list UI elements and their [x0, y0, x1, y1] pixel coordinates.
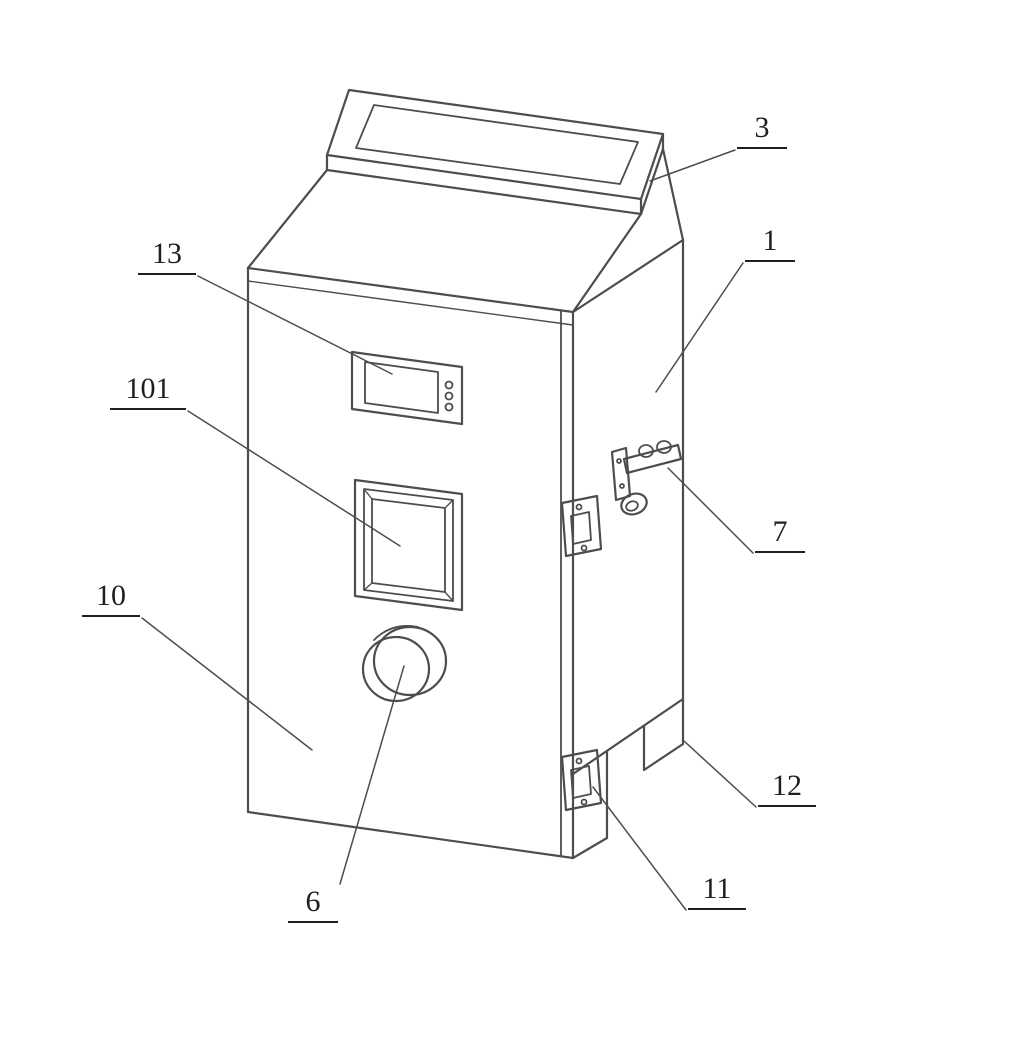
- hinge-pin-icon: [575, 503, 583, 511]
- cabinet-body: [246, 147, 685, 860]
- leader-1: [655, 262, 744, 393]
- slope-left-edge: [246, 168, 329, 270]
- leader-101: [187, 410, 401, 547]
- display-panel-screen: [364, 361, 439, 414]
- handle-bolt-icon: [616, 458, 622, 464]
- hinge-pin-icon: [580, 798, 588, 806]
- callout-label-101: 101: [110, 372, 186, 410]
- callout-label-11: 11: [688, 872, 746, 910]
- display-button-icon: [444, 391, 454, 401]
- window-outer-frame: [353, 478, 464, 612]
- leader-10: [141, 617, 313, 751]
- handle-grip-ring: [620, 492, 648, 516]
- hinge-upper-slot: [570, 511, 592, 545]
- front-top-band: [247, 280, 574, 326]
- hinge-upper-plate: [560, 494, 603, 558]
- handle-latch: [610, 440, 683, 516]
- display-panel-bezel: [350, 350, 464, 426]
- handle-bar: [622, 443, 683, 475]
- display-button-icon: [444, 380, 454, 390]
- leader-12: [683, 740, 757, 808]
- front-top-edge: [246, 266, 575, 314]
- window-frame: [353, 478, 464, 612]
- leader-6: [339, 665, 405, 885]
- leader-7: [667, 467, 754, 554]
- handle-cylinder: [638, 444, 654, 458]
- display-panel: [350, 350, 464, 426]
- hinge-pin-icon: [575, 757, 583, 765]
- callout-label-3: 3: [737, 111, 787, 149]
- knob-rim: [372, 625, 448, 697]
- handle-cylinder: [656, 440, 672, 454]
- top-lid-front-thickness: [325, 153, 643, 216]
- hinge-lower-plate: [560, 748, 603, 812]
- hinge-lower-slot: [570, 765, 592, 799]
- front-bottom-edge: [246, 810, 575, 860]
- knob-top-arc: [373, 625, 419, 641]
- leader-11: [592, 786, 687, 911]
- callout-label-10: 10: [82, 579, 140, 617]
- leader-lines: [141, 149, 757, 911]
- callout-label-1: 1: [745, 224, 795, 262]
- callout-label-7: 7: [755, 515, 805, 553]
- hinge-pin-icon: [580, 544, 588, 552]
- right-panel-top-edge: [571, 238, 685, 314]
- support-foot-front: [571, 749, 609, 860]
- callout-label-6: 6: [288, 885, 338, 923]
- callout-label-13: 13: [138, 237, 196, 275]
- hinge-lower: [560, 748, 603, 812]
- leader-13: [197, 275, 393, 375]
- knob: [361, 625, 448, 703]
- slope-right-edge: [571, 212, 643, 314]
- support-foot-back: [642, 697, 685, 772]
- slope-back-right-edge: [661, 147, 685, 242]
- top-lid: [325, 88, 665, 216]
- window-corner-bevels: [363, 488, 454, 602]
- knob-face: [361, 635, 431, 703]
- hinge-upper: [560, 494, 603, 558]
- feet: [571, 697, 685, 860]
- window-inner-opening: [371, 498, 446, 593]
- right-panel-bottom-edge: [571, 697, 685, 776]
- callout-label-12: 12: [758, 769, 816, 807]
- handle-bolt-icon: [619, 483, 625, 489]
- top-lid-inner-panel: [355, 104, 639, 185]
- display-button-icon: [444, 402, 454, 412]
- handle-grip-ring-inner: [625, 500, 639, 512]
- leader-3: [649, 149, 736, 182]
